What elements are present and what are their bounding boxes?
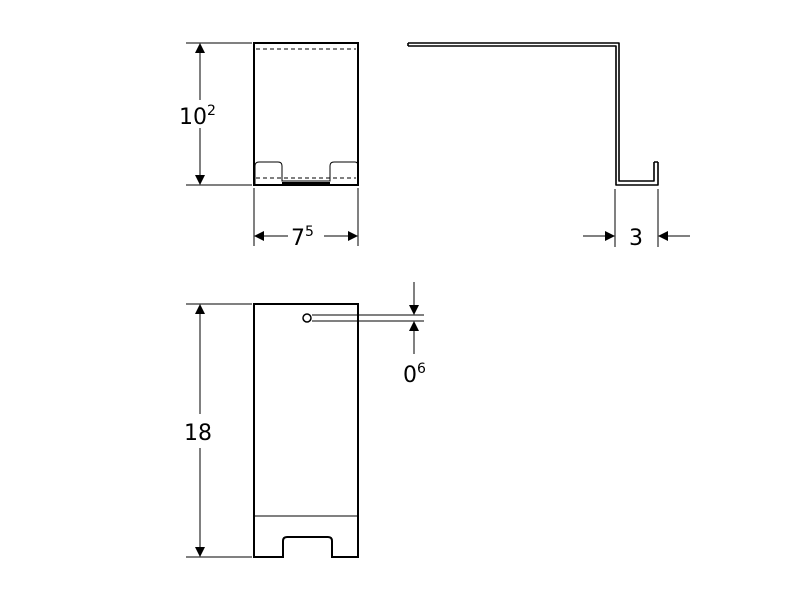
dim-label-back-height: 18: [184, 421, 212, 446]
back-view: [253, 303, 359, 558]
side-profile-outline: [407, 42, 659, 186]
back-view-outline: [253, 303, 359, 558]
dim-label-side-depth: 3: [629, 226, 643, 251]
side-profile: [407, 42, 659, 186]
dim-hole-offset: 06: [312, 282, 426, 388]
front-foot-cutout: [254, 161, 359, 185]
dim-side-depth: 3: [583, 189, 690, 251]
dim-label-front-width: 75: [291, 224, 314, 251]
dim-front-width: 75: [253, 188, 359, 251]
dim-front-height: 102: [179, 42, 252, 186]
dim-back-height: 18: [184, 303, 252, 558]
mounting-hole: [302, 313, 312, 323]
dim-label-hole-offset: 06: [403, 361, 426, 388]
front-view: [253, 42, 359, 186]
dim-label-front-height: 102: [179, 103, 216, 130]
front-view-outline: [253, 42, 359, 186]
